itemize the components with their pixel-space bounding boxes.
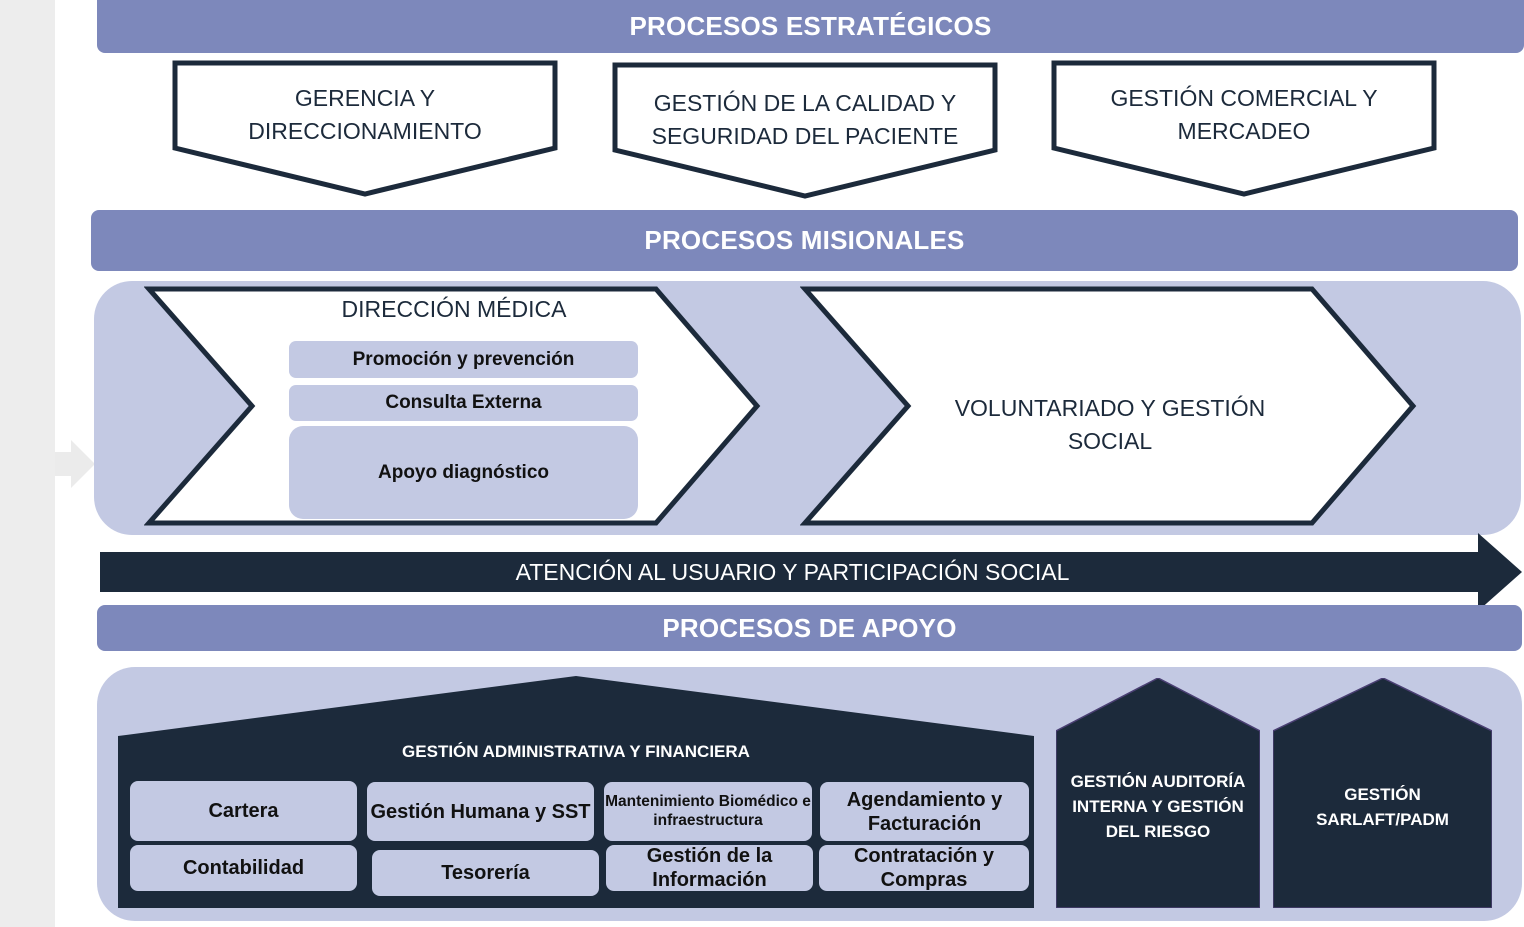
- sarlaft-line1: GESTIÓN: [1344, 785, 1421, 804]
- strategic-item-line1: GESTIÓN COMERCIAL Y: [1110, 85, 1378, 111]
- audit-label[interactable]: GESTIÓN AUDITORÍA INTERNA Y GESTIÓN DEL …: [1056, 769, 1260, 844]
- audit-line1: GESTIÓN AUDITORÍA: [1070, 772, 1246, 791]
- voluntariado-line2: SOCIAL: [1067, 428, 1153, 454]
- user-attention-label: ATENCIÓN AL USUARIO Y PARTICIPACIÓN SOCI…: [515, 558, 1070, 585]
- admin-title: GESTIÓN ADMINISTRATIVA Y FINANCIERA: [402, 742, 750, 761]
- audit-line2: INTERNA Y GESTIÓN: [1072, 797, 1244, 816]
- support-title: PROCESOS DE APOYO: [662, 612, 957, 643]
- down-pentagon-shape: [612, 62, 998, 199]
- admin-cell-agendamiento[interactable]: Agendamiento y Facturación: [820, 782, 1029, 841]
- missional-title: PROCESOS MISIONALES: [644, 225, 965, 255]
- strategic-item-comercial[interactable]: GESTIÓN COMERCIAL Y MERCADEO: [1051, 60, 1437, 198]
- missional-processes-header: PROCESOS MISIONALES: [91, 210, 1518, 271]
- user-attention-arrowhead-icon: [1478, 533, 1522, 611]
- faint-arrow-icon: [55, 440, 95, 488]
- subprocess-consulta-externa[interactable]: Consulta Externa: [289, 385, 638, 421]
- strategic-item-calidad[interactable]: GESTIÓN DE LA CALIDAD Y SEGURIDAD DEL PA…: [612, 62, 998, 200]
- admin-cell-gestion-informacion[interactable]: Gestión de la Información: [606, 845, 813, 891]
- admin-cell-tesoreria[interactable]: Tesorería: [372, 850, 599, 896]
- user-attention-bar: ATENCIÓN AL USUARIO Y PARTICIPACIÓN SOCI…: [100, 552, 1485, 592]
- support-processes-header: PROCESOS DE APOYO: [97, 605, 1522, 651]
- sarlaft-label[interactable]: GESTIÓN SARLAFT/PADM: [1273, 782, 1492, 832]
- strategic-item-gerencia[interactable]: GERENCIA Y DIRECCIONAMIENTO: [172, 60, 558, 198]
- admin-cell-mantenimiento[interactable]: Mantenimiento Biomédico e infraestructur…: [604, 782, 812, 841]
- sarlaft-house-shape: [1273, 678, 1492, 908]
- direccion-medica-title: DIRECCIÓN MÉDICA: [341, 296, 567, 322]
- sarlaft-line2: SARLAFT/PADM: [1316, 810, 1449, 829]
- strategic-item-line2: SEGURIDAD DEL PACIENTE: [651, 123, 959, 149]
- subprocess-apoyo-diagnostico[interactable]: Apoyo diagnóstico: [289, 426, 638, 519]
- strategic-processes-header: PROCESOS ESTRATÉGICOS: [97, 0, 1524, 53]
- admin-cell-gestion-humana[interactable]: Gestión Humana y SST: [367, 782, 594, 841]
- voluntariado-chevron[interactable]: [800, 286, 1420, 528]
- voluntariado-line1: VOLUNTARIADO Y GESTIÓN: [954, 395, 1266, 421]
- strategic-item-line1: GESTIÓN DE LA CALIDAD Y: [653, 90, 957, 116]
- admin-cell-contratacion[interactable]: Contratación y Compras: [819, 845, 1029, 891]
- left-margin-strip: [0, 0, 55, 927]
- down-pentagon-shape: [172, 60, 558, 197]
- admin-cell-cartera[interactable]: Cartera: [130, 781, 357, 841]
- audit-line3: DEL RIESGO: [1105, 822, 1211, 841]
- strategic-item-line1: GERENCIA Y: [294, 85, 436, 111]
- subprocess-promocion[interactable]: Promoción y prevención: [289, 341, 638, 378]
- voluntariado-label: VOLUNTARIADO Y GESTIÓN SOCIAL: [910, 392, 1310, 458]
- down-pentagon-shape: [1051, 60, 1437, 197]
- admin-cell-contabilidad[interactable]: Contabilidad: [130, 845, 357, 891]
- strategic-item-line2: DIRECCIONAMIENTO: [248, 118, 482, 144]
- strategic-item-line2: MERCADEO: [1177, 118, 1311, 144]
- audit-house-shape: [1056, 678, 1260, 908]
- strategic-title: PROCESOS ESTRATÉGICOS: [629, 11, 992, 41]
